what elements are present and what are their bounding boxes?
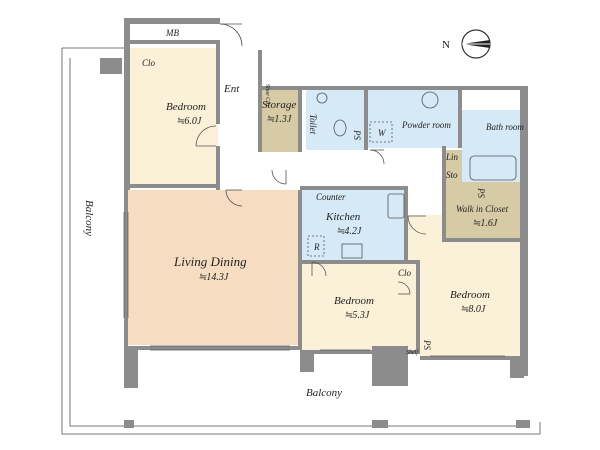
label-shoe-clo: Shoe Clo <box>264 84 270 106</box>
label-bedroom-se: Bedroom <box>450 289 490 301</box>
label-kitchen: Kitchen <box>325 211 361 223</box>
label-sto: Sto <box>446 170 458 180</box>
room-bedroom-se <box>408 215 520 360</box>
label-kitchen-area: ≒4.2J <box>336 226 362 237</box>
room-lin-sto <box>444 150 462 182</box>
fixtures <box>307 91 517 259</box>
walls <box>100 18 530 428</box>
label-balcony-south: Balcony <box>306 387 342 399</box>
label-ps-2: PS <box>476 187 486 198</box>
room-bath <box>462 110 520 188</box>
label-counter: Counter <box>316 192 346 202</box>
room-bedroom-mid <box>302 262 420 352</box>
label-balcony-west: Balcony <box>83 200 95 236</box>
label-toilet: Toilet <box>308 114 318 135</box>
label-bedroom-mid: Bedroom <box>334 295 374 307</box>
label-shelf: Shelf <box>406 349 419 356</box>
label-bedroom-nw: Bedroom <box>166 101 206 113</box>
label-clo-mid: Clo <box>398 268 412 278</box>
label-bath: Bath room <box>486 122 524 132</box>
label-mb: MB <box>165 28 179 38</box>
compass-n-label: N <box>442 39 450 51</box>
label-lin: Lin <box>445 152 459 162</box>
room-powder <box>368 88 462 148</box>
room-bedroom-nw <box>130 48 218 184</box>
room-kitchen <box>302 190 408 260</box>
label-bedroom-nw-area: ≒6.0J <box>176 116 202 127</box>
label-ps-1: PS <box>352 129 362 140</box>
label-bedroom-se-area: ≒8.0J <box>460 304 486 315</box>
compass-icon: N <box>442 29 491 59</box>
label-clo-top: Clo <box>142 58 156 68</box>
label-storage-area: ≒1.3J <box>266 114 292 125</box>
label-bedroom-mid-area: ≒5.3J <box>344 310 370 321</box>
label-w: W <box>378 128 387 138</box>
label-ps-3: PS <box>422 339 432 350</box>
label-walkin: Walk in Closet <box>456 204 509 214</box>
room-walkin-closet <box>446 182 520 242</box>
label-living: Living Dining <box>173 254 247 269</box>
label-r: R <box>313 242 320 252</box>
label-ent: Ent <box>223 83 240 95</box>
room-toilet <box>306 88 366 150</box>
door-swings <box>195 23 427 295</box>
label-living-area: ≒14.3J <box>198 272 229 283</box>
room-storage <box>258 90 300 152</box>
label-walkin-area: ≒1.6J <box>472 218 498 229</box>
label-powder: Powder room <box>401 120 451 130</box>
room-living-dining <box>128 190 300 345</box>
windows <box>123 212 505 357</box>
label-storage: Storage <box>262 99 296 111</box>
